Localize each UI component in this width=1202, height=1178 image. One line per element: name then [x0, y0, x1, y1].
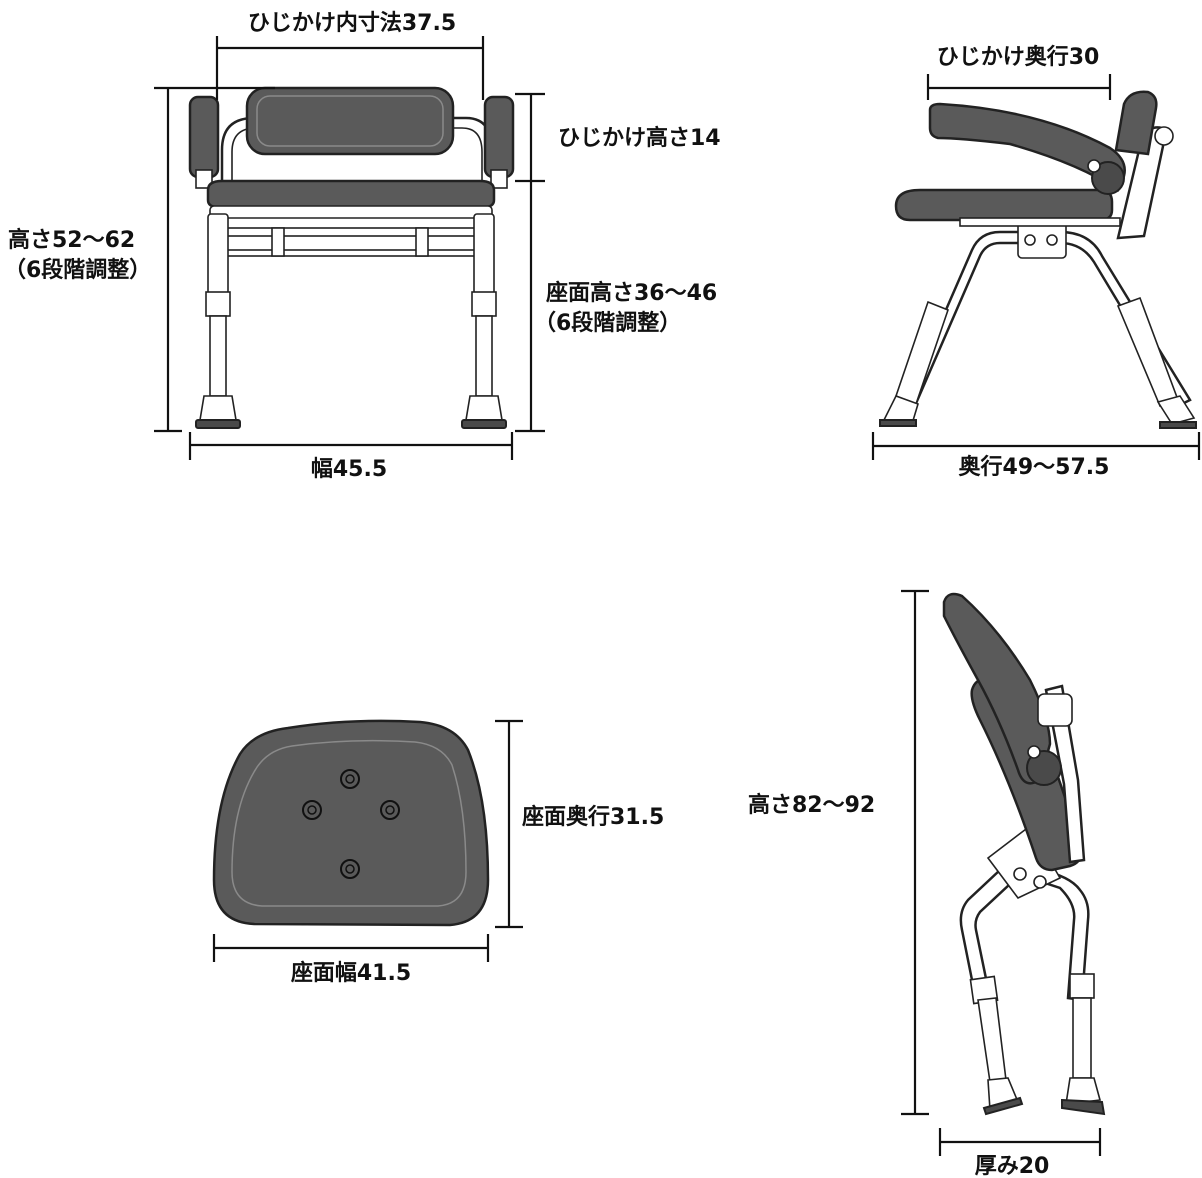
right-armrest: [483, 95, 515, 179]
seat-dimension-lines: [212, 719, 523, 962]
total-height-note: （6段階調整）: [4, 257, 151, 283]
folded-thickness-label: 厚み20: [975, 1154, 1050, 1178]
seat-depth-label: 座面奥行31.5: [522, 804, 664, 830]
armrest-inner-width-label: ひじかけ内寸法37.5: [248, 11, 456, 36]
left-armrest: [188, 95, 220, 179]
seat-top-cushion: [212, 719, 490, 927]
armrest-depth-label: ひじかけ奥行30: [937, 44, 1100, 70]
front-right-leg-upper: [473, 213, 495, 295]
seat-mount-holes: [302, 769, 400, 879]
total-height-label: 高さ52〜62: [8, 227, 135, 253]
folded-height-label: 高さ82〜92: [748, 792, 875, 818]
side-view: [879, 90, 1197, 429]
depth-label: 奥行49〜57.5: [959, 454, 1110, 480]
front-left-leg-upper: [207, 213, 229, 295]
seat-width-label: 座面幅41.5: [291, 960, 411, 986]
seat-height-note: （6段階調整）: [534, 310, 681, 336]
front-dimension-lines: [154, 36, 545, 460]
side-seat: [894, 188, 1114, 222]
folded-view: [942, 592, 1106, 1116]
width-label: 幅45.5: [311, 457, 387, 482]
backrest-pad: [245, 86, 455, 156]
seat-height-label: 座面高さ36〜46: [546, 280, 717, 306]
front-view: [188, 86, 515, 429]
side-backrest: [1114, 90, 1158, 156]
front-seat: [206, 179, 496, 209]
armrest-height-label: ひじかけ高さ14: [558, 125, 721, 151]
side-dimension-lines: [871, 74, 1201, 460]
seat-top-view: [212, 719, 490, 927]
folded-dimension-lines: [901, 589, 1102, 1156]
